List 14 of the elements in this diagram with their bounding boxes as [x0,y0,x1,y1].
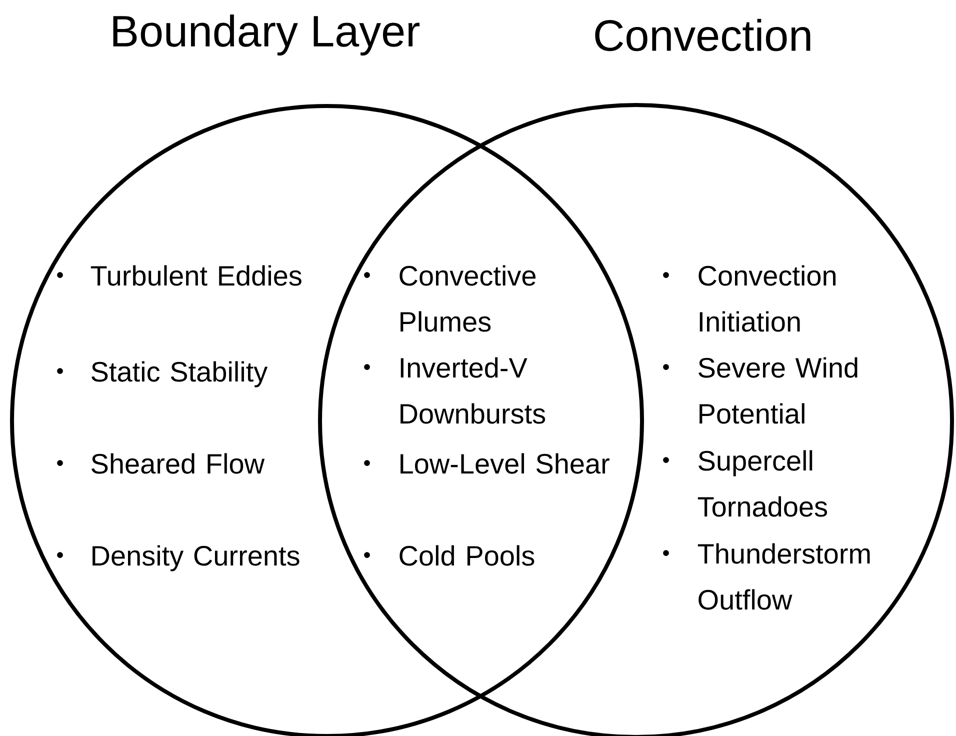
bullet-item: Supercell Tornadoes [663,450,828,517]
bullet-item: Density Currents [57,545,300,572]
bullet-item: Static Stability [57,361,268,388]
bullet-item: Cold Pools [364,545,534,566]
bullet-item: Thunderstorm Outflow [663,543,870,610]
bullet-item: Low-Level Shear [364,453,610,474]
heading: Boundary Layer [113,14,420,56]
bullet-item: Severe Wind Potential [663,357,858,424]
bullet-item: Convection Initiation [663,265,836,332]
bullet-item: Turbulent Eddies [57,265,302,286]
bullet-item: Inverted-V Downbursts [364,357,546,424]
bullet-item: Convective Plumes [364,265,536,332]
bullet-item: Sheared Flow [57,453,265,474]
heading: Convection [595,18,810,52]
